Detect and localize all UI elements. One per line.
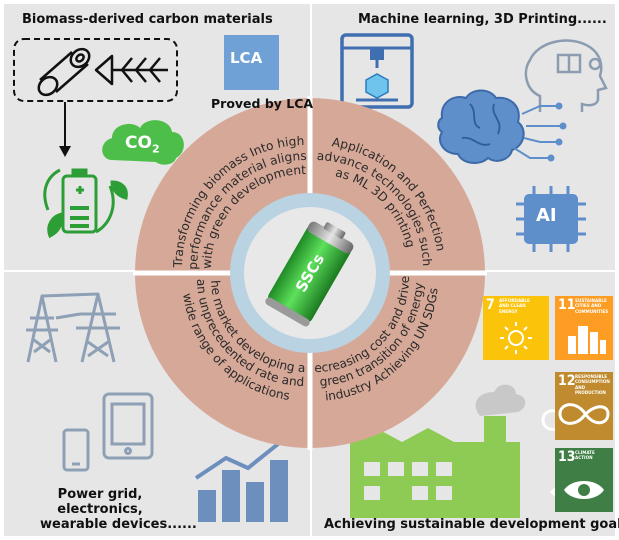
3d-printer-icon bbox=[340, 33, 414, 109]
sdg7-text: AFFORDABLE AND CLEAN ENERGY bbox=[499, 299, 530, 315]
sdg12-number: 12 bbox=[558, 373, 576, 389]
log-icon bbox=[37, 47, 91, 97]
caption-power-grid: Power grid, electronics, wearable device… bbox=[40, 487, 197, 533]
ssc-battery-icon bbox=[265, 221, 354, 327]
title-machine-learning: Machine learning, 3D Printing...... bbox=[358, 12, 607, 27]
brain-circuit-icon bbox=[437, 89, 567, 164]
caption-line-3: wearable devices...... bbox=[40, 516, 197, 532]
green-factory-icon bbox=[350, 384, 526, 518]
sdg12-tile: 12 RESPONSIBLE CONSUMPTION AND PRODUCTIO… bbox=[555, 372, 613, 440]
ai-chip-icon bbox=[516, 186, 586, 252]
sdg13-tile-bg bbox=[555, 448, 613, 512]
caption-line-1: Power grid, bbox=[57, 487, 143, 502]
fern-leaf-icon bbox=[94, 54, 168, 86]
title-biomass: Biomass-derived carbon materials bbox=[22, 12, 273, 27]
sdg12-text: RESPONSIBLE CONSUMPTION AND PRODUCTION bbox=[575, 375, 610, 396]
sdg13-text: CLIMATE ACTION bbox=[575, 451, 595, 462]
caption-line-2: electronics, bbox=[57, 501, 143, 517]
sdg11-tile: 11 SUSTAINABLE CITIES AND COMMUNITIES bbox=[555, 296, 613, 360]
sdg13-number: 13 bbox=[558, 449, 576, 465]
sdg11-text: SUSTAINABLE CITIES AND COMMUNITIES bbox=[575, 299, 609, 315]
ai-chip-text: AI bbox=[536, 205, 557, 226]
tablet-icon bbox=[102, 392, 154, 460]
sdg12-icon bbox=[558, 403, 610, 425]
recycle-battery-icon bbox=[43, 168, 128, 239]
sdg11-number: 11 bbox=[558, 297, 576, 313]
caption-sdg-goals: Achieving sustainable development goals bbox=[324, 517, 619, 532]
power-tower-icon bbox=[26, 292, 120, 363]
lca-caption: Proved by LCA bbox=[211, 96, 314, 111]
co2-cloud-icon bbox=[102, 120, 184, 165]
sdg13-tile: 13 CLIMATE ACTION bbox=[555, 448, 613, 512]
human-head-gears-icon bbox=[524, 39, 608, 112]
co2-label: CO2 bbox=[125, 133, 160, 156]
biomass-dashed-box bbox=[13, 38, 178, 102]
sdg7-tile: 7 AFFORDABLE AND CLEAN ENERGY bbox=[483, 296, 549, 360]
sdg13-icon bbox=[564, 481, 604, 499]
arrow-head bbox=[59, 146, 71, 157]
sdg7-tile-bg bbox=[483, 296, 549, 360]
sdg7-icon bbox=[500, 322, 532, 354]
growth-bar-chart-icon bbox=[194, 430, 294, 522]
sdg11-icon bbox=[568, 326, 606, 354]
sdg7-number: 7 bbox=[486, 297, 495, 313]
lca-badge-icon bbox=[224, 35, 279, 90]
phone-icon bbox=[62, 428, 90, 472]
lca-badge-text: LCA bbox=[230, 49, 263, 67]
